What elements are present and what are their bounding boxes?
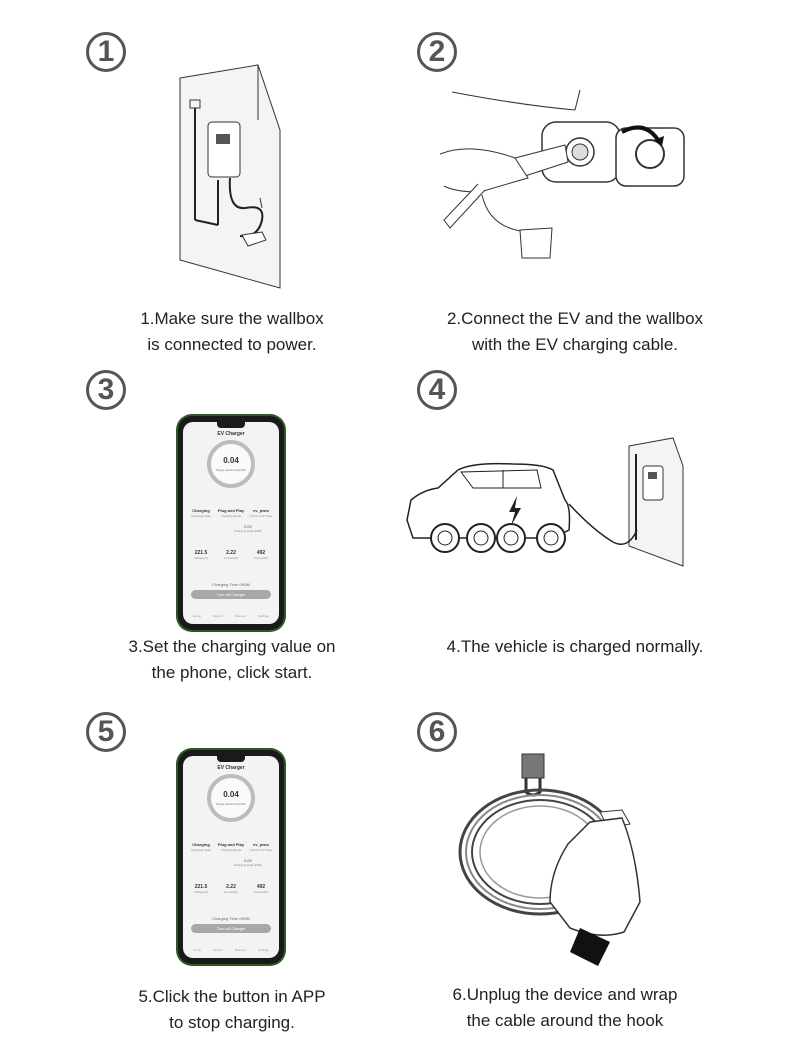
step-3: 3 EV Charger 0.04 Single electricity(KWh… — [0, 340, 395, 682]
step-caption: 4.The vehicle is charged normally. — [446, 637, 704, 656]
plug-in-illustration — [440, 89, 685, 259]
phone-app-screen: EV Charger 0.04 Single electricity(KWh) … — [178, 750, 284, 964]
notch — [217, 422, 245, 428]
cable-hook-illustration — [458, 753, 641, 966]
step-number: 4 — [417, 370, 457, 410]
tab-reserve[interactable]: Reserve — [234, 614, 247, 618]
tab-bar: Home Record Reserve Settings — [187, 614, 275, 618]
step-5: 5 EV Charger 0.04 Single electricity(KWh… — [0, 690, 395, 1032]
charge-value-label: Single electricity(KWh) — [215, 468, 247, 472]
tab-record[interactable]: Record — [213, 948, 223, 952]
step-number: 3 — [86, 370, 126, 410]
tab-settings[interactable]: Settings — [258, 614, 269, 618]
app-screen: EV Charger 0.04 Single electricity(KWh) … — [183, 422, 279, 624]
tab-reserve[interactable]: Reserve — [234, 948, 247, 952]
tab-settings[interactable]: Settings — [258, 948, 269, 952]
step-4: 4 4.The vehicle is charged normally. — [395, 340, 790, 680]
step-number: 1 — [86, 32, 126, 72]
notch — [217, 756, 245, 762]
tab-home[interactable]: Home — [193, 948, 202, 952]
tab-home[interactable]: Home — [193, 614, 202, 618]
phone-app-screen: EV Charger 0.04 Single electricity(KWh) … — [178, 416, 284, 630]
step-number: 2 — [417, 32, 457, 72]
charge-value: 0.04 — [223, 790, 239, 799]
turn-off-charger-button[interactable]: Turn off Charger — [191, 924, 271, 933]
charge-ring: 0.04 Single electricity(KWh) — [207, 440, 255, 488]
turn-off-charger-button[interactable]: Turn off Charger — [191, 590, 271, 599]
charge-value: 0.04 — [223, 456, 239, 465]
charge-ring: 0.04 Single electricity(KWh) — [207, 774, 255, 822]
charging-time: Charging Time 0H0M — [212, 916, 250, 921]
car-charging-illustration — [406, 437, 684, 567]
app-screen: EV Charger 0.04 Single electricity(KWh) … — [183, 756, 279, 958]
step-number: 5 — [86, 712, 126, 752]
tab-record[interactable]: Record — [213, 614, 223, 618]
step-number: 6 — [417, 712, 457, 752]
app-title: EV Charger — [217, 765, 245, 771]
tab-bar: Home Record Reserve Settings — [187, 948, 275, 952]
charging-time: Charging Time 0H0M — [212, 582, 250, 587]
app-title: EV Charger — [217, 431, 245, 437]
wallbox-illustration — [179, 64, 281, 289]
charge-value-label: Single electricity(KWh) — [215, 802, 247, 806]
